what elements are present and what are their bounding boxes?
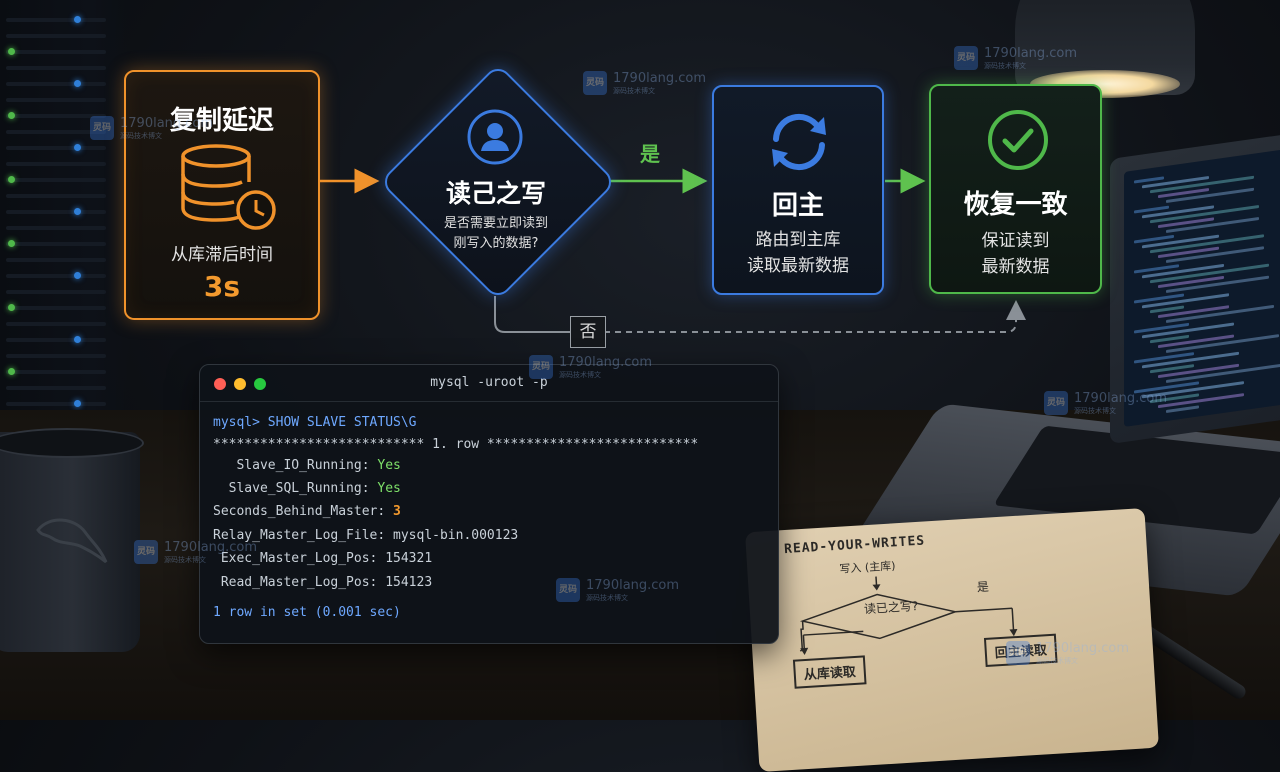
consistency-title: 恢复一致 — [931, 184, 1100, 221]
terminal-field-row: Read_Master_Log_Pos: 154123 — [213, 575, 432, 590]
watermark-text: 1790lang.com — [164, 540, 257, 555]
watermark-sub: 源码技术博文 — [613, 86, 655, 96]
watermark-text: 1790lang.com — [984, 46, 1077, 61]
watermark-sub: 源码技术博文 — [1036, 656, 1078, 666]
field-value: 154123 — [385, 575, 432, 590]
watermark-text: 1790lang.com — [586, 578, 679, 593]
watermark-sub: 源码技术博文 — [984, 61, 1026, 71]
replica-lag-card: 复制延迟 从库滞后时间 3s — [124, 70, 320, 320]
watermark-logo-icon: 灵码 — [556, 578, 580, 602]
watermark-text: 1790lang.com — [1036, 641, 1129, 656]
no-label: 否 — [570, 316, 606, 348]
terminal-field-row: Slave_SQL_Running: Yes — [213, 481, 401, 496]
field-value: 154321 — [385, 551, 432, 566]
user-icon — [466, 108, 524, 166]
check-circle-icon — [986, 108, 1050, 172]
watermark-sub: 源码技术博文 — [1074, 406, 1116, 416]
terminal-command-line: mysql> SHOW SLAVE STATUS\G — [213, 415, 417, 430]
decision-question-line2: 刚写入的数据? — [420, 234, 572, 254]
route-primary-line1: 路由到主库 — [714, 225, 882, 250]
arrow-no-branch — [495, 296, 570, 332]
database-clock-icon — [178, 144, 278, 234]
terminal-field-row: Seconds_Behind_Master: 3 — [213, 504, 401, 519]
route-primary-line2: 读取最新数据 — [714, 251, 882, 276]
watermark-logo-icon: 灵码 — [1006, 641, 1030, 665]
decision-question-line1: 是否需要立即读到 — [420, 214, 572, 234]
terminal-titlebar: mysql -uroot -p — [200, 365, 778, 402]
decision-question: 是否需要立即读到 刚写入的数据? — [420, 214, 572, 254]
watermark-logo-icon: 灵码 — [583, 71, 607, 95]
field-value: 3 — [393, 504, 401, 519]
terminal-field-row: Relay_Master_Log_File: mysql-bin.000123 — [213, 528, 518, 543]
terminal-prompt: mysql> — [213, 415, 260, 430]
terminal-footer: 1 row in set (0.001 sec) — [213, 605, 401, 620]
consistency-line1: 保证读到 — [931, 226, 1100, 251]
decision-title: 读己之写 — [400, 174, 592, 210]
field-key: Read_Master_Log_Pos: — [213, 575, 377, 590]
terminal-window: mysql -uroot -p mysql> SHOW SLAVE STATUS… — [199, 364, 779, 644]
terminal-field-row: Slave_IO_Running: Yes — [213, 458, 401, 473]
watermark-logo-icon: 灵码 — [529, 355, 553, 379]
field-key: Slave_IO_Running: — [213, 458, 370, 473]
route-primary-card: 回主 路由到主库 读取最新数据 — [712, 85, 884, 295]
watermark-sub: 源码技术博文 — [586, 593, 628, 603]
replica-lag-value: 3s — [126, 270, 318, 303]
watermark-sub: 源码技术博文 — [559, 370, 601, 380]
watermark-logo-icon: 灵码 — [1044, 391, 1068, 415]
terminal-title: mysql -uroot -p — [200, 375, 778, 390]
terminal-command: SHOW SLAVE STATUS\G — [268, 415, 417, 430]
watermark-text: 1790lang.com — [1074, 391, 1167, 406]
field-value: mysql-bin.000123 — [393, 528, 518, 543]
field-value: Yes — [377, 481, 400, 496]
arrow-no-dashed — [604, 306, 1016, 332]
sync-icon — [766, 109, 832, 175]
field-value: Yes — [377, 458, 400, 473]
watermark-text: 1790lang.com — [613, 71, 706, 86]
field-key: Seconds_Behind_Master: — [213, 504, 385, 519]
route-primary-title: 回主 — [714, 185, 882, 222]
watermark-text: 1790lang.com — [559, 355, 652, 370]
replica-lag-subtitle: 从库滞后时间 — [126, 240, 318, 265]
watermark-text: 1790lang.com — [120, 116, 213, 131]
watermark-sub: 源码技术博文 — [120, 131, 162, 141]
watermark-logo-icon: 灵码 — [954, 46, 978, 70]
consistency-line2: 最新数据 — [931, 252, 1100, 277]
consistency-card: 恢复一致 保证读到 最新数据 — [929, 84, 1102, 294]
terminal-row-header: *************************** 1. row *****… — [213, 437, 698, 452]
watermark-logo-icon: 灵码 — [134, 540, 158, 564]
watermark-sub: 源码技术博文 — [164, 555, 206, 565]
yes-label: 是 — [640, 138, 660, 167]
field-key: Slave_SQL_Running: — [213, 481, 370, 496]
watermark-logo-icon: 灵码 — [90, 116, 114, 140]
